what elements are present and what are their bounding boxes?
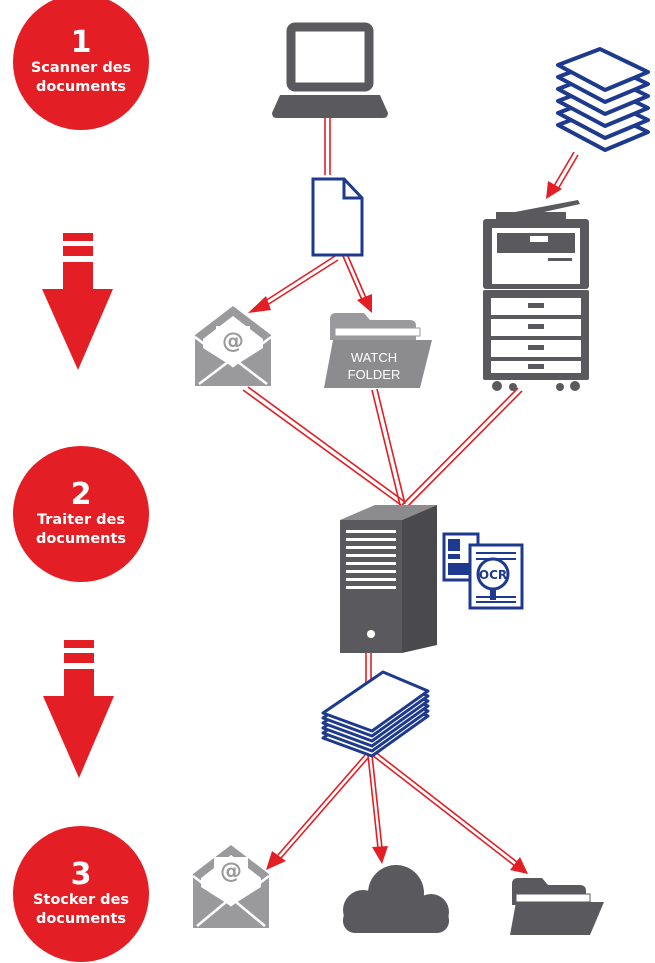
arrow-output-cloud-b <box>371 754 383 849</box>
email-store-icon: @ <box>192 845 270 928</box>
step-3-badge: 3 Stocker des documents <box>13 826 149 962</box>
connector-email-server-b <box>247 386 406 503</box>
arrowhead-out-cloud <box>372 846 388 864</box>
printer-icon <box>483 200 589 391</box>
laptop-icon <box>272 22 388 118</box>
arrow-output-email-b <box>280 757 369 859</box>
email-store-at-symbol: @ <box>220 859 242 884</box>
connector-folder-server-b <box>376 388 406 505</box>
step-3-number: 3 <box>70 857 92 892</box>
arrow-output-cloud-a <box>367 754 379 849</box>
ocr-label: OCR <box>479 568 507 582</box>
arrow-stack-printer-b <box>557 154 579 190</box>
arrowhead-out-email <box>266 851 286 870</box>
step-2-label-line2: documents <box>35 531 127 547</box>
cloud-icon <box>343 865 449 933</box>
step-3-label-line2: documents <box>35 911 127 927</box>
paper-stack-icon <box>556 47 650 152</box>
connector-email-server-a <box>242 389 402 506</box>
arrowhead-folder <box>357 294 372 313</box>
output-stack-icon <box>321 670 430 758</box>
down-arrow-1 <box>42 233 113 370</box>
email-icon: @ <box>194 306 272 386</box>
connector-printer-server-a <box>401 387 519 506</box>
server-icon <box>340 505 437 653</box>
connectors <box>242 118 523 695</box>
arrow-doc-email-b <box>263 259 339 308</box>
arrow-doc-folder-a <box>342 255 363 301</box>
arrowhead-printer <box>546 181 562 199</box>
email-at-symbol: @ <box>222 329 244 354</box>
step-3-label-line1: Stocker des <box>32 892 130 908</box>
arrow-doc-folder-b <box>346 253 367 299</box>
arrowhead-out-folder <box>510 857 528 874</box>
down-arrow-2 <box>43 640 114 778</box>
watch-folder-label-2: FOLDER <box>348 367 401 382</box>
step-1-badge: 1 Scanner des documents <box>13 0 149 130</box>
arrowhead-email <box>248 296 271 313</box>
step-1-label-line2: documents <box>35 79 127 95</box>
step-2-label-line1: Traiter des <box>36 512 125 528</box>
watch-folder-icon: WATCH FOLDER <box>324 313 432 388</box>
arrows <box>261 151 579 867</box>
step-1-label-line1: Scanner des <box>30 60 132 76</box>
watch-folder-label-1: WATCH <box>351 350 397 365</box>
arrow-doc-email-a <box>261 255 336 304</box>
arrow-output-folder-b <box>373 750 518 863</box>
step-2-badge: 2 Traiter des documents <box>13 446 149 582</box>
connector-folder-server-a <box>371 389 401 506</box>
folder-icon <box>510 878 604 935</box>
connector-printer-server-b <box>405 390 523 509</box>
step-2-number: 2 <box>70 477 92 512</box>
document-icon <box>311 177 364 257</box>
step-1-number: 1 <box>70 25 92 60</box>
arrowheads <box>248 181 562 874</box>
ocr-icon: OCR <box>442 532 524 610</box>
arrow-stack-printer-a <box>553 151 575 187</box>
arrow-output-folder-a <box>371 754 516 867</box>
arrow-output-email-a <box>277 754 366 856</box>
